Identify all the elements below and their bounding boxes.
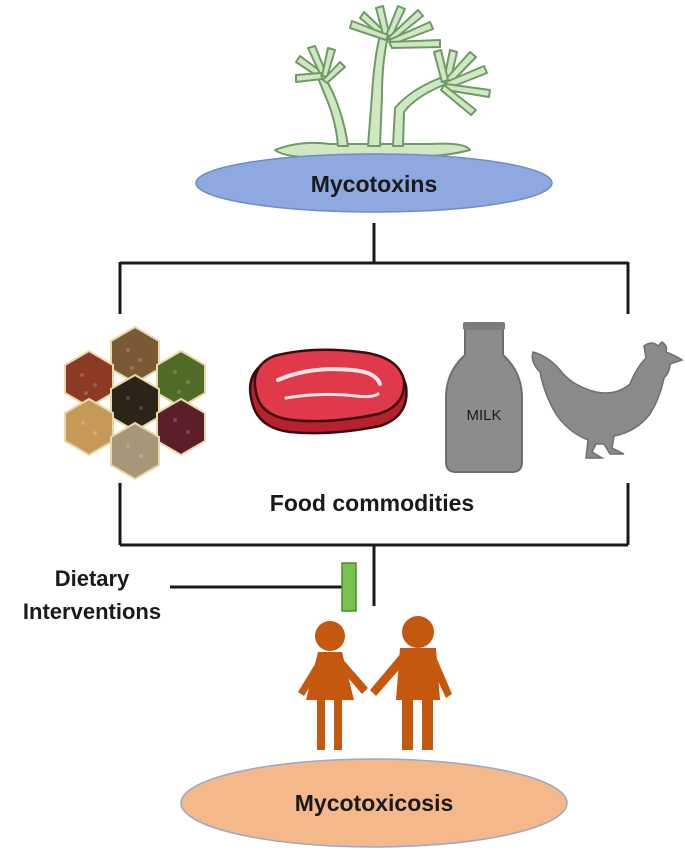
- grain-hex-left-bottom: [64, 397, 114, 457]
- bottom-bracket: [118, 483, 630, 606]
- top-bracket: [118, 223, 630, 314]
- milk-bottle-icon: [445, 322, 523, 473]
- grain-texture: [80, 348, 190, 458]
- fungus-icon: [274, 5, 491, 159]
- grain-hex-bottom: [110, 421, 160, 481]
- intervention-block-bar: [341, 562, 357, 612]
- food-commodities-label: Food commodities: [270, 490, 474, 516]
- grain-hexagon-icon: [64, 325, 206, 481]
- meat-steak-icon: [248, 348, 408, 435]
- mycotoxins-label: Mycotoxins: [311, 171, 438, 197]
- mycotoxicosis-ellipse: [180, 758, 568, 848]
- mycotoxicosis-label: Mycotoxicosis: [295, 790, 454, 816]
- chicken-icon: [531, 341, 684, 459]
- male-person-icon: [370, 616, 452, 750]
- grain-hex-right-bottom: [156, 397, 206, 457]
- dietary-label: Dietary: [55, 566, 130, 591]
- mycotoxins-ellipse: [195, 153, 553, 213]
- female-person-icon: [298, 621, 368, 750]
- interventions-label: Interventions: [23, 599, 161, 624]
- milk-label: MILK: [466, 407, 501, 424]
